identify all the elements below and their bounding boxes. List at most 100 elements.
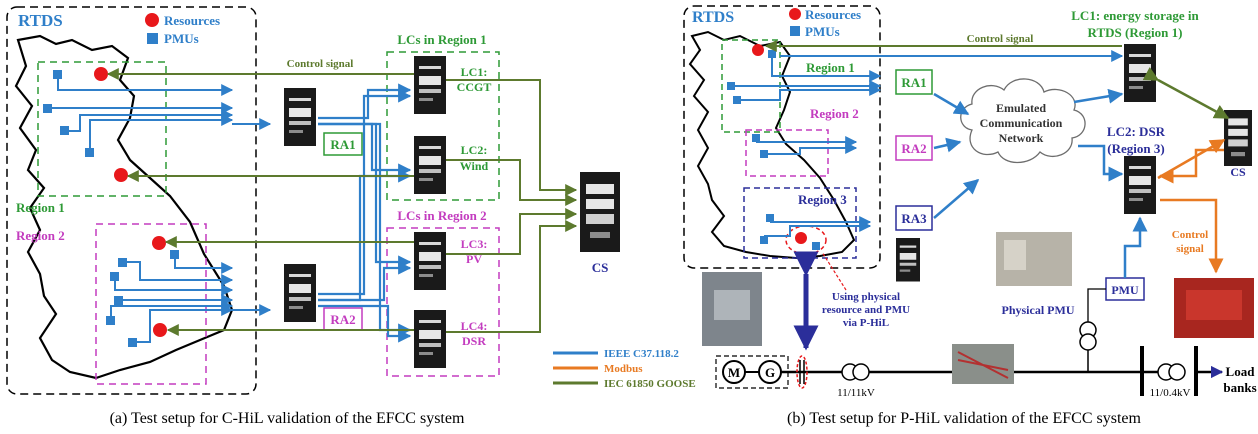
lc1-label-a: LC1: — [461, 65, 488, 79]
network-label-3: Network — [999, 131, 1044, 145]
rtds-boundary — [6, 6, 257, 395]
lc3-device — [414, 232, 446, 290]
resource-icon — [152, 236, 166, 250]
lc1-label-b-b: RTDS (Region 1) — [1088, 25, 1183, 40]
resource-legend-icon-b — [789, 8, 801, 20]
communication-network-cloud — [960, 78, 1086, 164]
lc2-label-b: Wind — [460, 159, 489, 173]
lc4-label-b: DSR — [462, 334, 486, 348]
region-2-box — [95, 223, 207, 385]
lc2-to-load-control-line — [1160, 198, 1224, 274]
rtds-label: RTDS — [18, 11, 63, 30]
pmu-data-lines-region1 — [48, 79, 272, 148]
legend-pmus: PMUs — [164, 31, 199, 46]
lc2-label-b-b: (Region 3) — [1107, 141, 1164, 156]
lcs-region1-label: LCs in Region 1 — [397, 32, 486, 47]
lc1-device-b — [1124, 44, 1156, 102]
lc3-label-a: LC3: — [461, 237, 488, 251]
pmu-box-label: PMU — [1111, 283, 1139, 297]
lcs-region2-box — [386, 227, 500, 377]
network-label-1: Emulated — [996, 101, 1046, 115]
physical-pointer-line — [821, 251, 847, 291]
region-1-box — [37, 61, 167, 197]
lc2-device — [414, 136, 446, 194]
ra3-label-b: RA3 — [901, 211, 927, 226]
lc2-label-b-a: LC2: DSR — [1107, 124, 1166, 139]
legend-pmus-b: PMUs — [805, 24, 840, 39]
transformer-11-11kv-b — [852, 363, 870, 381]
lc1-label-b-a: LC1: energy storage in — [1071, 8, 1199, 23]
physical-pmu-photo-detail — [1004, 240, 1026, 270]
lc1-cs-goose-line — [1142, 66, 1230, 120]
pmu-icon-b — [760, 236, 768, 244]
gb-map-outline — [14, 34, 234, 380]
cs-label: CS — [592, 260, 609, 275]
measurement-point — [796, 355, 808, 389]
cs-lc2-modbus-line — [1158, 148, 1224, 184]
pmu-data-lines-b — [735, 58, 882, 237]
pmu-icon-b — [752, 134, 760, 142]
pmu-data-lines-region2 — [110, 250, 272, 343]
ra-to-network-lines — [933, 88, 1124, 219]
pmu-icon — [114, 296, 123, 305]
ra-to-lc-lines — [318, 83, 412, 343]
pmu-icon-b — [768, 50, 776, 58]
network-label-2: Communication — [980, 116, 1063, 130]
legend-resources: Resources — [164, 13, 220, 28]
ra1-device — [284, 88, 316, 146]
load-label-2: banks — [1223, 380, 1256, 395]
motor-label: M — [728, 365, 740, 380]
region-2-label-b: Region 2 — [810, 106, 859, 121]
tx2-label: 11/0.4kV — [1150, 387, 1191, 399]
ra2-device — [284, 264, 316, 322]
ra1-label: RA1 — [330, 137, 355, 152]
region-2-label: Region 2 — [16, 228, 65, 243]
lc1-label-b: CCGT — [457, 80, 492, 94]
physical-label-1: Using physical — [832, 291, 900, 303]
load-label-1: Load — [1226, 364, 1256, 379]
ra-device-b — [896, 238, 920, 282]
control-signal-lines — [106, 68, 414, 336]
line-type-legend: IEEE C37.118.2 Modbus IEC 61850 GOOSE — [553, 348, 696, 390]
ra1-box — [323, 132, 363, 156]
resource-icon — [114, 168, 128, 182]
pmu-icon — [85, 148, 94, 157]
resource-icon — [94, 67, 108, 81]
control-signal-b-a: Control — [1172, 229, 1208, 241]
pmu-icon-b — [727, 82, 735, 90]
legend-label-ieee: IEEE C37.118.2 — [604, 348, 679, 360]
ra2-label-b: RA2 — [901, 141, 926, 156]
lc4-label-a: LC4: — [461, 319, 488, 333]
cable-photo-detail — [957, 351, 1009, 379]
region-1-label-b: Region 1 — [806, 60, 855, 75]
region-1-label: Region 1 — [16, 200, 65, 215]
lc4-device — [414, 310, 446, 368]
resource-icon-b — [795, 232, 807, 244]
transformer-11-0-4kv-b — [1168, 363, 1186, 381]
lc-to-cs-lines — [446, 79, 578, 333]
pmu-icon — [106, 316, 115, 325]
pmu-icon-b — [766, 214, 774, 222]
physical-pmu-label: Physical PMU — [1002, 303, 1075, 317]
cs-label-b: CS — [1230, 165, 1246, 179]
ra1-label-b: RA1 — [901, 75, 926, 90]
legend-label-modbus: Modbus — [604, 363, 643, 375]
pmu-legend-icon-b — [790, 26, 800, 36]
generator-label: G — [765, 365, 775, 380]
control-signal-b-b: signal — [1176, 243, 1204, 255]
rtds-boundary-b — [683, 5, 881, 269]
cs-device — [580, 172, 620, 252]
region-3-box-b — [743, 187, 857, 259]
lc3-label-b: PV — [466, 252, 482, 266]
panel-a: RTDS Resources PMUs Region 1 Region 2 — [6, 6, 620, 427]
lc2-cs-modbus-line — [1157, 138, 1226, 180]
ra2-box-b — [895, 135, 933, 161]
tx1-label: 11/11kV — [837, 387, 875, 399]
resource-icon-b — [752, 44, 764, 56]
lcs-region1-box — [386, 51, 500, 201]
pmu-icon — [53, 70, 62, 79]
ra3-box-b — [895, 205, 933, 231]
legend-resources-b: Resources — [805, 7, 861, 22]
region-2-box-b — [745, 129, 829, 177]
